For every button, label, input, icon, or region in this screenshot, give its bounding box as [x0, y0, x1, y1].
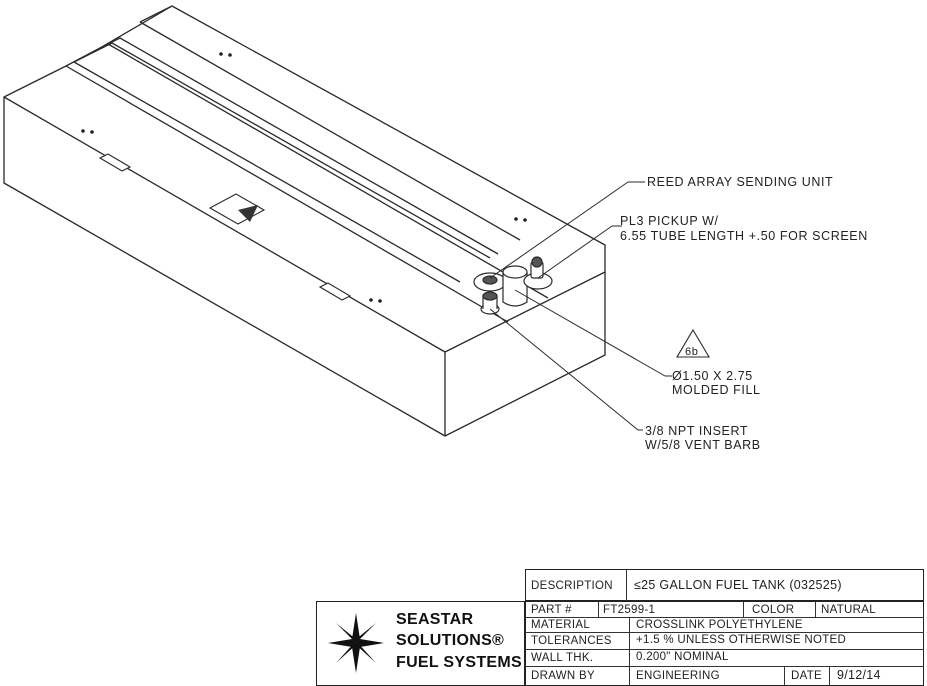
- tank-front-top-edge: [3, 96, 446, 353]
- tank-outline: [3, 5, 606, 437]
- logo-line-1: SEASTAR: [396, 611, 474, 628]
- tank-raised-deck: [99, 43, 549, 299]
- tank-fittings: [473, 256, 553, 315]
- description-value: ≤25 GALLON FUEL TANK (032525): [634, 578, 842, 592]
- tank-ridge: [73, 42, 113, 63]
- material-value: CROSSLINK POLYETHYLENE: [636, 619, 803, 631]
- molded-fill-tube: [502, 272, 528, 307]
- color-value: NATURAL: [821, 604, 876, 616]
- logo-line-3: FUEL SYSTEMS: [396, 654, 522, 671]
- leader-lines: [489, 181, 672, 431]
- callout-pickup-line-2: 6.55 TUBE LENGTH +.50 FOR SCREEN: [620, 229, 868, 243]
- drawn-by-value: ENGINEERING: [636, 670, 720, 682]
- part-label: PART #: [531, 604, 572, 616]
- revision-label: 6b: [685, 346, 699, 358]
- tolerances-label: TOLERANCES: [531, 635, 612, 647]
- date-label: DATE: [791, 670, 823, 682]
- fuel-tank-isometric-drawing: [3, 5, 710, 437]
- label-plate: [208, 193, 266, 225]
- callout-pickup-line-1: PL3 PICKUP W/: [620, 214, 719, 228]
- tolerances-value: +1.5 % UNLESS OTHERWISE NOTED: [636, 634, 847, 646]
- material-label: MATERIAL: [531, 619, 591, 631]
- logo-line-2: SOLUTIONS®: [396, 632, 505, 649]
- seastar-compass-icon: [328, 613, 384, 673]
- callout-insert-line-2: W/5/8 VENT BARB: [645, 438, 761, 452]
- tank-right-edge: [444, 272, 606, 437]
- part-value: FT2599-1: [603, 604, 656, 616]
- mounting-tab: [98, 153, 132, 172]
- mounting-tab: [318, 282, 352, 301]
- date-value: 9/12/14: [837, 668, 881, 682]
- description-box: [525, 569, 924, 601]
- revision-triangle: [676, 328, 710, 358]
- wall-thickness-label: WALL THK.: [531, 652, 594, 664]
- description-label: DESCRIPTION: [531, 580, 613, 592]
- callout-insert-line-1: 3/8 NPT INSERT: [645, 424, 749, 438]
- drawn-by-label: DRAWN BY: [531, 670, 595, 682]
- callout-fill-line-2: MOLDED FILL: [672, 383, 761, 397]
- callout-sending-unit: REED ARRAY SENDING UNIT: [647, 175, 834, 189]
- color-label: COLOR: [752, 604, 795, 616]
- wall-thickness-value: 0.200" NOMINAL: [636, 651, 729, 663]
- callout-fill-line-1: Ø1.50 X 2.75: [672, 369, 753, 383]
